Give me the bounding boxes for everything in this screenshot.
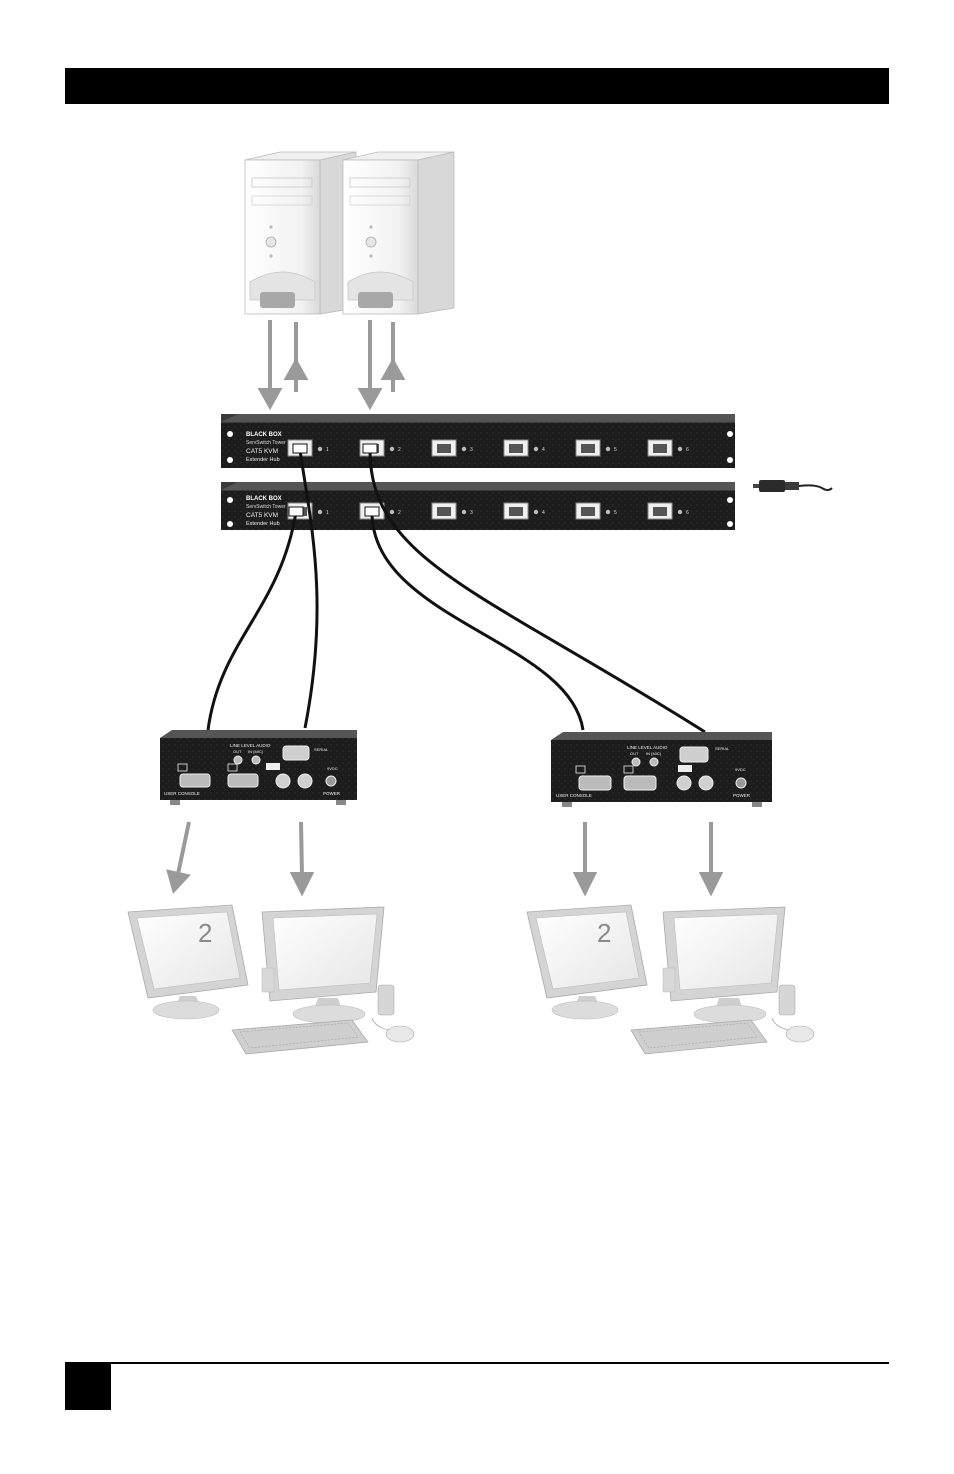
port-led [534, 510, 538, 514]
monitor-secondary: 2 [128, 905, 248, 1019]
extender-hub-bottom: BLACK BOX ServSwitch Tower CAT5 KVM Exte… [221, 482, 735, 530]
rx-dc-label: 9VDC [735, 767, 746, 772]
rj45-port-socket [437, 507, 451, 516]
hub-line3: Extender Hub [246, 457, 280, 463]
port-number: 6 [686, 447, 689, 453]
rx-serial-label: SERIAL [715, 746, 730, 751]
rx-in-label: IN (MIC) [646, 751, 662, 756]
speaker-icon [378, 985, 394, 1015]
rx-audio-label: LINE LEVEL AUDIO [627, 745, 668, 750]
monitor-secondary: 2 [527, 905, 647, 1019]
port-number: 5 [614, 447, 617, 453]
page-number-tab [65, 1364, 111, 1410]
hub-line1: ServSwitch Tower [246, 440, 286, 446]
rx-serial-label: SERIAL [314, 747, 329, 752]
port-led [462, 510, 466, 514]
rx-dc-label: 9VDC [327, 766, 338, 771]
port-led [390, 447, 394, 451]
rx-power-label: POWER [323, 791, 341, 796]
rx-power-label: POWER [733, 793, 751, 798]
rj45-port-socket [653, 507, 667, 516]
rj45-port-socket [653, 444, 667, 453]
hub-line2: CAT5 KVM [246, 448, 278, 455]
hub-line1: ServSwitch Tower [246, 504, 286, 510]
port-led [318, 510, 322, 514]
port-led [606, 447, 610, 451]
diagram-panel: BLACK BOX ServSwitch Tower CAT5 KVM Exte… [121, 137, 833, 1072]
computer-tower-left [245, 152, 356, 314]
arrows-receivers-to-workstations [169, 822, 720, 892]
monitor-number: 2 [597, 918, 611, 948]
keyboard-icon [631, 1020, 767, 1054]
port-led [390, 510, 394, 514]
port-number: 6 [686, 510, 689, 516]
receiver-unit-right: LINE LEVEL AUDIO OUT IN (MIC) SERIAL 9VD… [551, 732, 772, 807]
rx-in-label: IN (MIC) [248, 749, 264, 754]
power-plug-icon [753, 480, 832, 492]
port-number: 3 [470, 447, 473, 453]
port-led [606, 510, 610, 514]
monitor-primary [663, 907, 785, 1023]
port-number: 4 [542, 447, 545, 453]
rx-out-label: OUT [630, 751, 639, 756]
workstation-right: 2 [527, 905, 814, 1054]
mouse-icon [772, 1018, 814, 1042]
port-led [462, 447, 466, 451]
rj45-port-socket [581, 444, 595, 453]
mouse-icon [372, 1018, 414, 1042]
hub-brand: BLACK BOX [246, 496, 282, 502]
monitor-number: 2 [198, 918, 212, 948]
port-number: 1 [326, 447, 329, 453]
rj45-port-socket [509, 444, 523, 453]
port-number: 2 [398, 510, 401, 516]
arrows-computers-to-hub [261, 320, 402, 406]
port-number: 5 [614, 510, 617, 516]
keyboard-icon [232, 1020, 368, 1054]
footer-rule [65, 1362, 889, 1364]
rj45-port-socket [509, 507, 523, 516]
rj45-port-socket [581, 507, 595, 516]
port-led [318, 447, 322, 451]
extender-hub-top: BLACK BOX ServSwitch Tower CAT5 KVM Exte… [221, 414, 735, 468]
receiver-unit-left: LINE LEVEL AUDIO OUT IN (MIC) SERIAL 9VD… [160, 730, 357, 805]
monitor-primary [262, 907, 384, 1023]
rj45-port-socket [437, 444, 451, 453]
rx-out-label: OUT [233, 749, 242, 754]
port-led [678, 510, 682, 514]
port-led [534, 447, 538, 451]
rx-console-label: USER CONSOLE [164, 791, 200, 796]
port-number: 3 [470, 510, 473, 516]
workstation-left: 2 [128, 905, 414, 1054]
port-number: 2 [398, 447, 401, 453]
hub-line2: CAT5 KVM [246, 512, 278, 519]
port-number: 4 [542, 510, 545, 516]
speaker-icon [779, 985, 795, 1015]
rx-audio-label: LINE LEVEL AUDIO [230, 743, 271, 748]
header-bar [65, 68, 889, 104]
computer-tower-right [343, 152, 454, 314]
port-number: 1 [326, 510, 329, 516]
hub-brand: BLACK BOX [246, 432, 282, 438]
hub-line3: Extender Hub [246, 521, 280, 527]
port-led [678, 447, 682, 451]
rx-console-label: USER CONSOLE [556, 793, 592, 798]
